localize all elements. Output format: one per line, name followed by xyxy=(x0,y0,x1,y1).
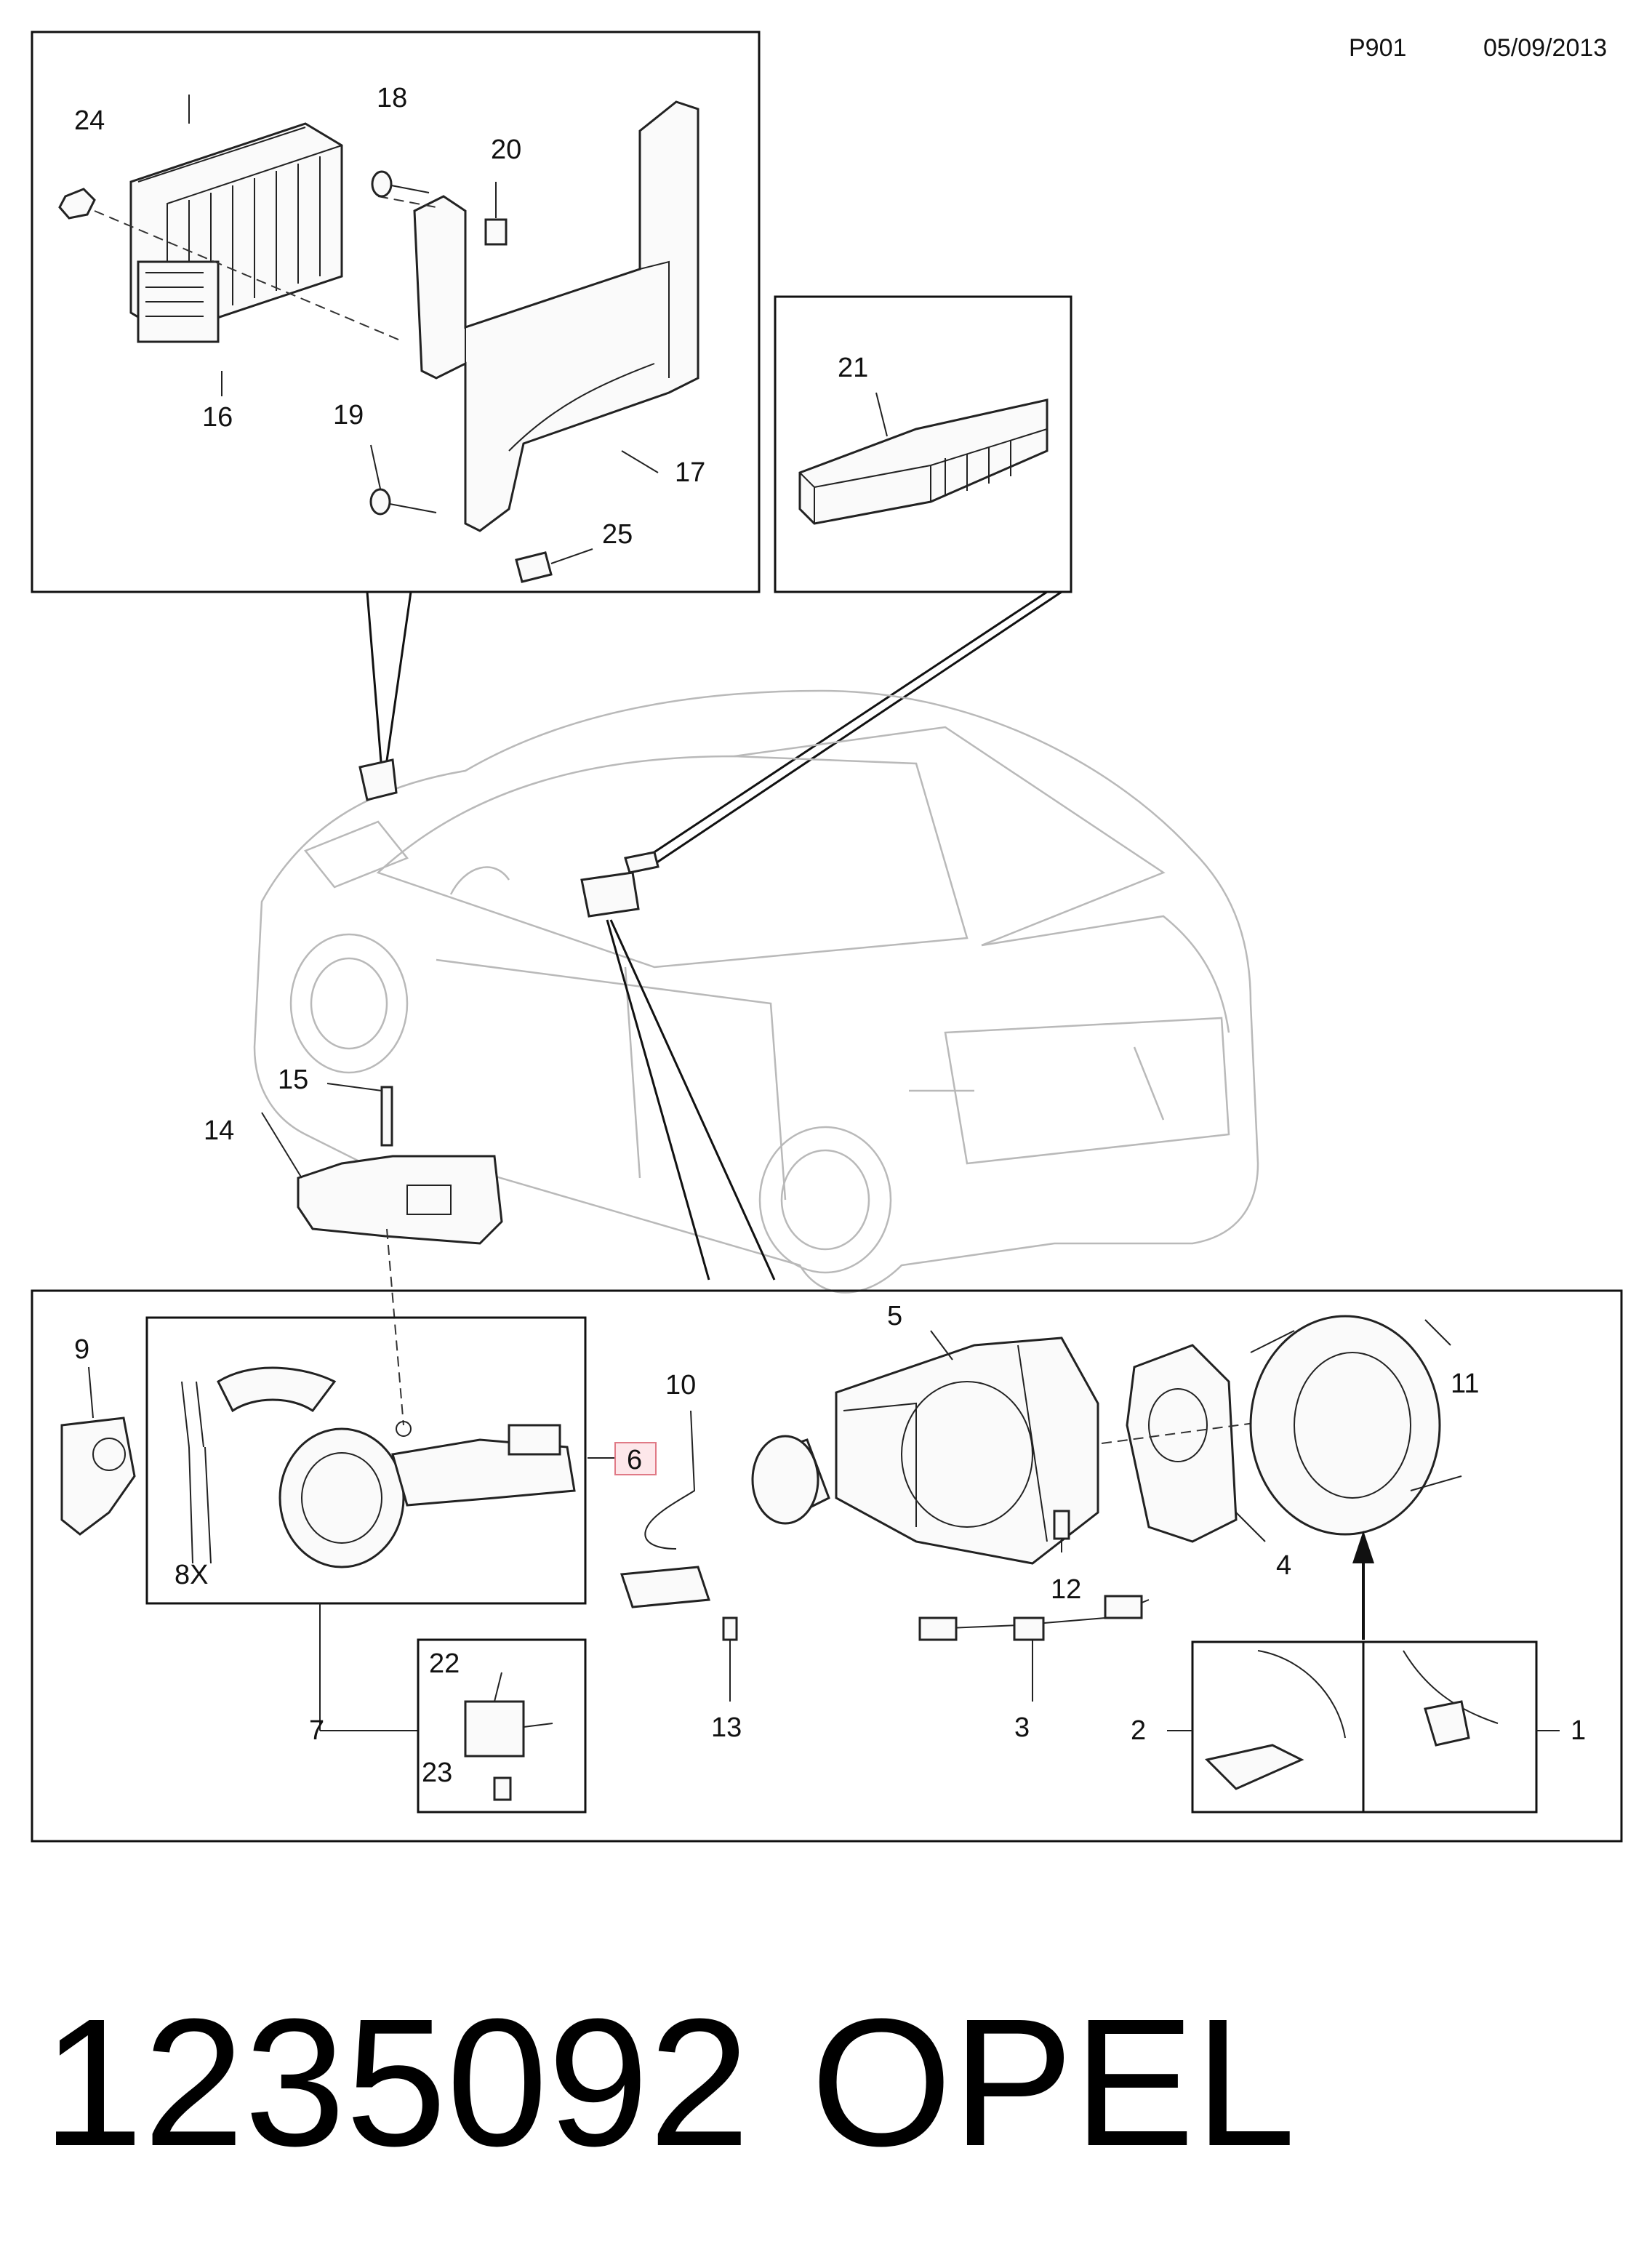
callout-15: 15 xyxy=(278,1065,308,1095)
inset-module-21 xyxy=(774,295,1072,593)
sensor-10 xyxy=(620,1410,830,1608)
harness-3 xyxy=(918,1595,1150,1702)
bolt-15 xyxy=(326,1083,393,1147)
callout-23: 23 xyxy=(422,1758,452,1788)
part-number: 1235092 xyxy=(42,1981,750,2184)
callout-21: 21 xyxy=(838,353,868,383)
callout-9: 9 xyxy=(74,1334,89,1365)
callout-6: 6 xyxy=(627,1445,642,1475)
callout-17: 17 xyxy=(675,457,705,488)
brand-name: OPEL xyxy=(811,1981,1296,2184)
page-code: P901 xyxy=(1349,34,1406,62)
lower-assembly-frame xyxy=(31,1289,1623,1843)
column-module-5 xyxy=(835,1330,1099,1565)
callout-14: 14 xyxy=(204,1115,234,1146)
callout-24: 24 xyxy=(74,105,105,136)
switch-9 xyxy=(60,1366,136,1536)
bolt-19 xyxy=(369,444,437,516)
callout-10: 10 xyxy=(665,1370,696,1401)
callout-4: 4 xyxy=(1276,1550,1291,1581)
inset-lock-housing xyxy=(145,1316,587,1605)
inset-switch-22-23 xyxy=(417,1638,587,1814)
callout-20: 20 xyxy=(491,135,521,165)
callout-8x: 8X xyxy=(175,1560,208,1590)
inset-parts-1-2 xyxy=(1191,1640,1538,1814)
cover-4 xyxy=(1126,1344,1266,1543)
callout-18: 18 xyxy=(377,83,407,113)
callout-12: 12 xyxy=(1051,1574,1081,1605)
page-date: 05/09/2013 xyxy=(1483,34,1607,62)
callout-2: 2 xyxy=(1131,1715,1146,1746)
callout-5: 5 xyxy=(887,1301,902,1331)
callout-13: 13 xyxy=(711,1712,742,1743)
callout-6-marker[interactable]: 6 xyxy=(588,1442,657,1475)
callout-1: 1 xyxy=(1571,1715,1586,1746)
bolt-18 xyxy=(371,170,430,198)
callout-25: 25 xyxy=(602,519,633,550)
callout-3: 3 xyxy=(1014,1712,1030,1743)
callout-7: 7 xyxy=(309,1715,324,1746)
screw-12 xyxy=(1053,1510,1070,1552)
clockspring-11 xyxy=(1249,1315,1462,1536)
arrow-up xyxy=(1352,1531,1374,1640)
nut-25 xyxy=(515,548,593,583)
callout-19: 19 xyxy=(333,400,364,430)
inset-module-bracket xyxy=(31,31,761,593)
control-module-16 xyxy=(129,122,343,343)
callout-16: 16 xyxy=(202,402,233,433)
bracket-17 xyxy=(377,100,699,532)
callout-22: 22 xyxy=(429,1648,460,1679)
clip-20 xyxy=(484,182,508,246)
bracket-14 xyxy=(261,1112,503,1245)
nut-24 xyxy=(58,188,404,342)
bolt-13 xyxy=(722,1616,738,1702)
callout-11: 11 xyxy=(1451,1369,1479,1399)
